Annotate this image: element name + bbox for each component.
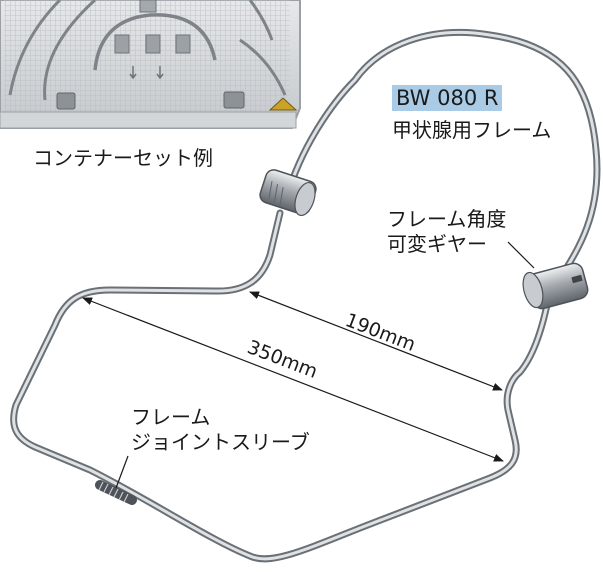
gear-leader-line — [507, 241, 535, 269]
dimension-arrow-350 — [82, 297, 504, 462]
product-name: 甲状腺用フレーム — [392, 118, 552, 142]
angle-gear-right — [522, 262, 589, 310]
angle-gear-caption-line2: 可変ギヤー — [387, 232, 487, 256]
container-tray-image — [0, 0, 301, 129]
container-example-caption: コンテナーセット例 — [33, 146, 213, 170]
joint-sleeve — [95, 480, 137, 505]
angle-gear-caption-line1: フレーム角度 — [387, 207, 507, 231]
model-number-badge: BW 080 R — [392, 85, 503, 111]
joint-sleeve-caption-line2: ジョイントスリーブ — [131, 430, 310, 454]
thyroid-frame-rod — [10, 28, 601, 563]
joint-sleeve-caption-line1: フレーム — [131, 405, 211, 429]
dimension-label-190: 190mm — [342, 309, 418, 356]
angle-gear-left — [259, 169, 317, 217]
